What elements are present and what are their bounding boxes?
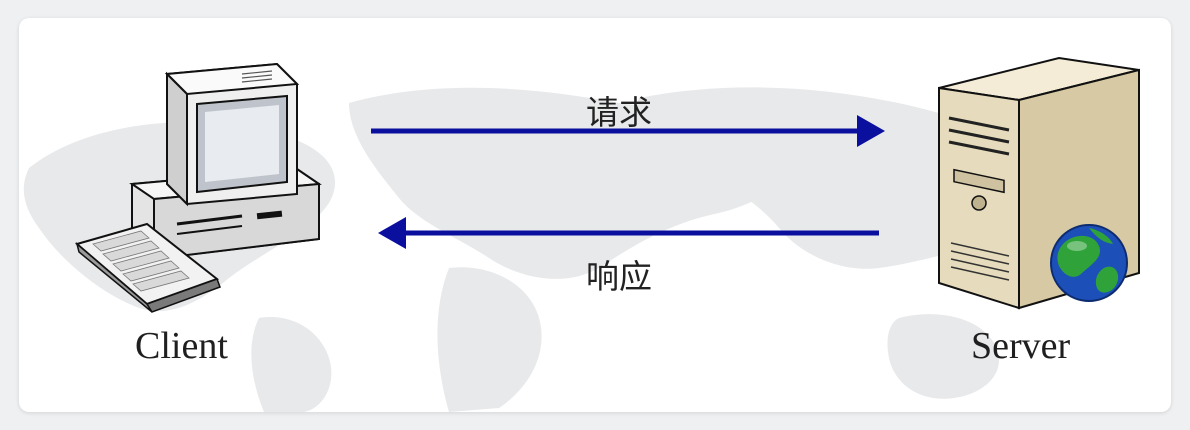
request-label: 请求	[586, 93, 652, 132]
response-label: 响应	[586, 257, 652, 296]
server-tower-icon	[938, 56, 1140, 310]
server-label: Server	[971, 325, 1071, 367]
response-arrow	[378, 217, 879, 249]
desktop-computer-icon	[74, 62, 322, 313]
monitor	[164, 62, 300, 207]
globe-icon	[1050, 224, 1128, 302]
arrows	[371, 115, 885, 249]
request-arrow	[371, 115, 885, 147]
diagram-card: 请求 响应 Client Server	[19, 18, 1171, 412]
client-label: Client	[135, 325, 228, 367]
keyboard	[74, 222, 221, 313]
